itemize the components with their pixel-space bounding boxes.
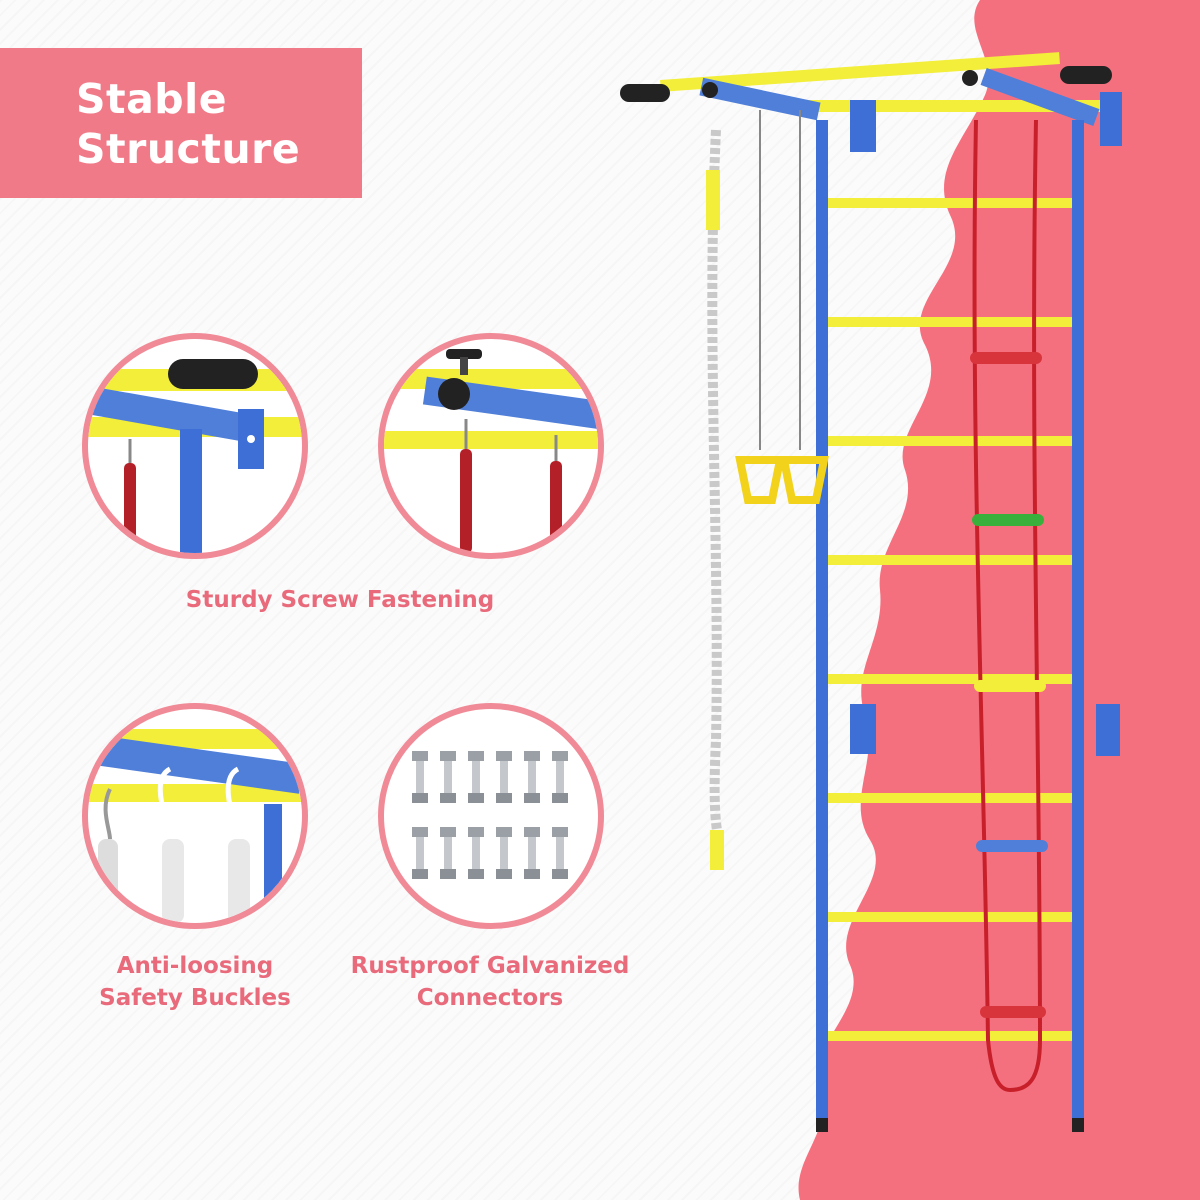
climbing-rope xyxy=(707,129,723,841)
right-grip xyxy=(1060,66,1112,84)
caption-galvanized-connectors: Rustproof Galvanized Connectors xyxy=(330,950,650,1014)
page-title: Stable Structure xyxy=(76,74,300,174)
wall-rung xyxy=(828,793,1072,803)
wall-rung xyxy=(828,436,1072,446)
caption-connectors-line-2: Connectors xyxy=(416,985,564,1011)
bolt xyxy=(468,751,484,803)
caption-screw-fastening: Sturdy Screw Fastening xyxy=(185,587,495,613)
wall-rung xyxy=(828,1031,1072,1041)
wall-rung xyxy=(828,317,1072,327)
bolt xyxy=(496,827,512,879)
title-banner xyxy=(0,48,362,198)
bolt xyxy=(468,827,484,879)
buckle-icon xyxy=(88,729,302,923)
rope-ladder-icon xyxy=(970,119,1048,1092)
wall-rung xyxy=(828,674,1072,684)
title-line-2: Structure xyxy=(76,125,301,173)
bolt xyxy=(496,751,512,803)
bolt xyxy=(552,751,568,803)
bolt xyxy=(440,751,456,803)
wall-rung xyxy=(828,912,1072,922)
detail-circle-screw-fastening xyxy=(378,333,604,559)
caption-connectors-line-1: Rustproof Galvanized xyxy=(350,953,630,979)
climbing-frame-illustration xyxy=(620,52,1122,1132)
title-line-1: Stable xyxy=(76,75,228,123)
detail-circle-galvanized-connectors xyxy=(378,703,604,929)
caption-safety-buckles: Anti-loosing Safety Buckles xyxy=(60,950,330,1014)
bolt xyxy=(524,751,540,803)
caption-buckles-line-2: Safety Buckles xyxy=(99,985,291,1011)
detail-circle-corner-joint xyxy=(82,333,308,559)
left-upright xyxy=(816,120,828,1120)
right-upright xyxy=(1072,120,1084,1120)
caption-buckles-line-1: Anti-loosing xyxy=(116,953,274,979)
bolt xyxy=(412,751,428,803)
hook-icon xyxy=(384,349,598,553)
bolt xyxy=(440,827,456,879)
detail-circle-safety-buckles xyxy=(82,703,308,929)
pull-up-bar-corner-icon xyxy=(88,359,302,553)
bolt-icon xyxy=(412,751,568,879)
gymnastic-ring-icon xyxy=(735,456,829,504)
bolt xyxy=(524,827,540,879)
wall-rung xyxy=(828,198,1072,208)
bolt xyxy=(552,827,568,879)
wall-rung xyxy=(828,555,1072,565)
left-grip xyxy=(620,84,670,102)
bolt xyxy=(412,827,428,879)
